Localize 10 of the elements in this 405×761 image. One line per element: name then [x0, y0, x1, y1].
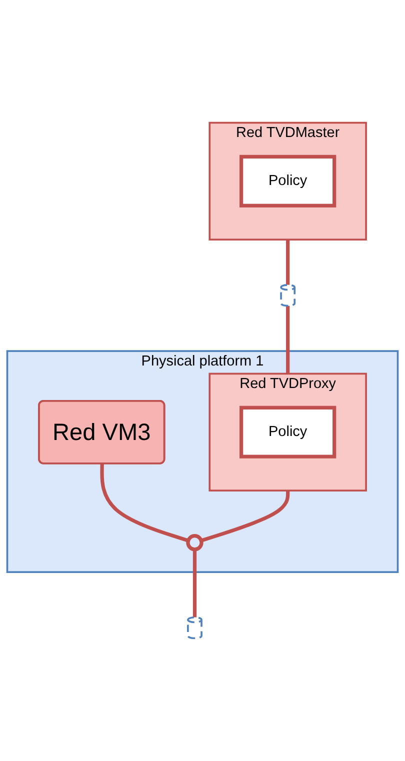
node-cylinder	[280, 284, 296, 307]
node-box: Policy	[240, 154, 336, 208]
node-ellipse	[186, 534, 204, 552]
node-cylinder	[187, 616, 202, 640]
connector	[200, 490, 290, 542]
node-box: Policy	[240, 406, 336, 458]
connector	[100, 464, 189, 542]
connector	[286, 240, 290, 285]
connector	[192, 549, 197, 618]
connector	[286, 306, 290, 374]
